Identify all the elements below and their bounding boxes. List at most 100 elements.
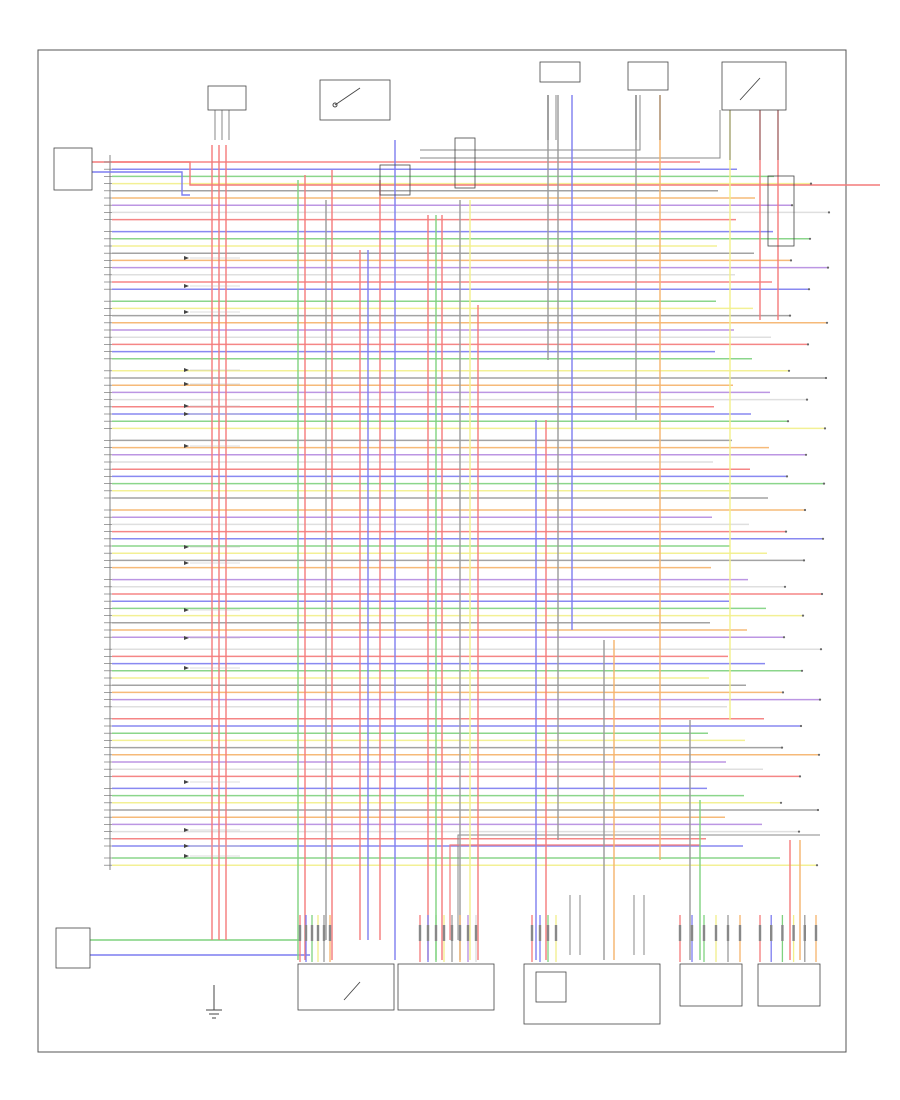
top-right-relay — [721, 61, 787, 160]
branch-arrow-icon — [184, 780, 189, 784]
wire-terminal — [779, 801, 783, 804]
branch-arrow-icon — [184, 412, 189, 416]
wire-terminal — [826, 266, 830, 269]
wire-terminal — [824, 376, 828, 380]
relay-block-top — [379, 137, 476, 196]
wire-terminal — [790, 204, 794, 207]
pin-cavity — [814, 925, 818, 941]
wire-terminal — [785, 475, 789, 478]
wire-terminal — [820, 592, 824, 596]
wire-terminal — [823, 427, 827, 430]
wire-terminal — [788, 314, 792, 317]
bottom-relay — [297, 963, 395, 1011]
pin-cavity — [781, 925, 784, 941]
branch-arrow-icon — [184, 561, 189, 565]
pin-cavity — [434, 925, 438, 941]
wire-terminal — [816, 808, 820, 812]
branch-arrow-icon — [184, 310, 189, 314]
branch-arrow-icon — [184, 608, 189, 612]
feed-wire — [420, 110, 721, 159]
wire-terminal — [821, 537, 825, 540]
branch-arrow-icon — [184, 284, 189, 288]
wire-terminal — [787, 369, 791, 372]
branch-arrow-icon — [184, 382, 189, 386]
pin-cavity — [530, 925, 534, 941]
feed-wire — [92, 171, 190, 196]
wire-terminal — [817, 753, 821, 756]
pin-cavity — [328, 925, 332, 941]
pin-cavity — [298, 925, 302, 941]
bottom-link-wire — [449, 844, 700, 940]
pin-cavity — [690, 925, 694, 941]
wire-terminal — [798, 775, 802, 778]
wire-terminal — [801, 614, 805, 617]
wire-terminal — [807, 288, 811, 291]
pin-cavity — [738, 925, 742, 941]
feed-wire — [420, 95, 641, 151]
branch-arrow-icon — [184, 854, 189, 858]
wire-terminal — [800, 669, 804, 672]
branch-arrow-icon — [184, 444, 189, 448]
pin-cavity — [466, 925, 470, 941]
bottom-module-right-2 — [757, 963, 821, 1007]
wire-terminal — [786, 420, 790, 423]
wire-terminal — [815, 864, 819, 867]
wire-terminal — [818, 698, 822, 701]
component-box-top-left — [53, 147, 93, 191]
pin-cavity — [538, 925, 542, 941]
pin-cavity — [450, 925, 454, 941]
wire-terminal — [808, 237, 812, 240]
wire-terminal — [781, 691, 785, 694]
pin-cavity — [546, 925, 550, 941]
feed-wire — [92, 161, 880, 186]
bottom-module-center — [523, 963, 661, 1025]
pin-cavity — [792, 925, 795, 941]
ecm-pin-labels — [104, 161, 831, 867]
wire-terminal — [827, 211, 831, 214]
branch-arrow-icon — [184, 828, 189, 832]
bottom-junction — [397, 963, 495, 1011]
branch-arrow-icon — [184, 844, 189, 848]
pin-cavity — [770, 925, 773, 941]
bottom-module-right-1 — [679, 963, 743, 1007]
horizontal-wires — [90, 95, 880, 956]
pin-cavity — [758, 925, 762, 941]
pin-cavity — [714, 925, 718, 941]
pin-cavity — [426, 925, 430, 941]
pin-cavity — [316, 925, 320, 941]
bottom-sensor-stubs — [569, 895, 645, 955]
branch-arrow-icon — [184, 666, 189, 670]
vertical-wires — [211, 95, 818, 962]
wire-terminal — [799, 724, 803, 728]
pin-cavity — [702, 925, 706, 941]
wire-terminal — [804, 453, 808, 456]
ground-symbol — [206, 985, 222, 1019]
pin-cavity — [310, 925, 314, 941]
bottom-link-wire — [457, 834, 820, 940]
diagram-frame — [37, 49, 847, 1053]
wire-terminal — [802, 559, 806, 562]
pin-cavity — [418, 925, 422, 941]
wire-terminal — [784, 530, 788, 533]
pin-cavity — [322, 925, 326, 941]
branch-arrow-icon — [184, 545, 189, 549]
wire-terminal — [797, 830, 801, 833]
branch-arrows — [184, 256, 240, 858]
wire-terminal — [806, 343, 810, 346]
wire-terminal — [822, 482, 826, 485]
pin-cavity — [474, 925, 478, 941]
pin-cavity — [442, 925, 446, 941]
wire-terminal — [809, 182, 813, 185]
pin-cavity — [458, 925, 462, 941]
ignition-switch — [319, 79, 391, 121]
top-component-1 — [207, 85, 247, 140]
wire-terminal — [803, 508, 807, 512]
wire-terminal — [780, 746, 784, 749]
wire-terminal — [825, 321, 829, 324]
branch-arrow-icon — [184, 404, 189, 408]
wire-terminal — [805, 398, 809, 401]
branch-arrow-icon — [184, 636, 189, 640]
right-sensor — [767, 175, 795, 247]
wire-terminal — [783, 585, 787, 588]
